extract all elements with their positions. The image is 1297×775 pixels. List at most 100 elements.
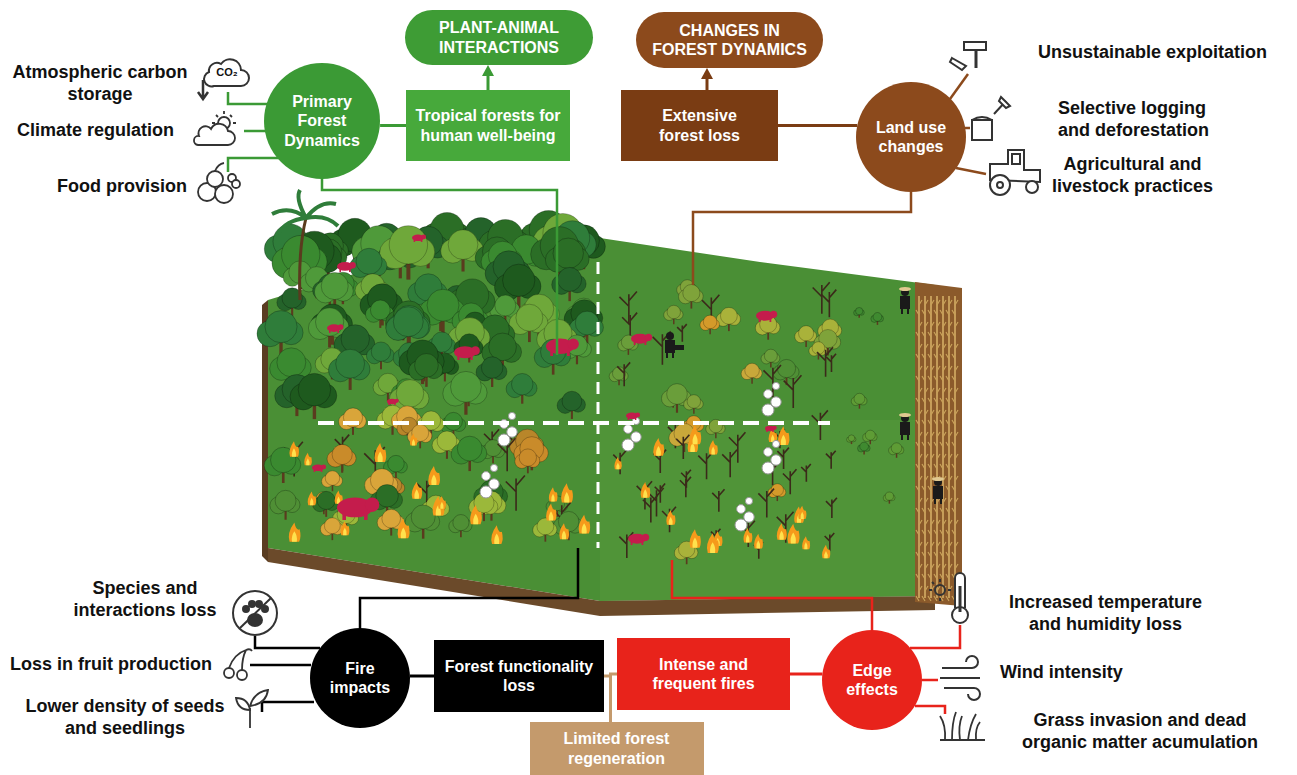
person	[899, 287, 911, 291]
crop-field	[934, 520, 940, 535]
tree-crown	[481, 357, 502, 378]
tractor-icon	[990, 150, 1040, 195]
animal	[568, 339, 579, 350]
fire	[438, 496, 446, 509]
dead-tree	[812, 410, 828, 440]
fire	[412, 439, 415, 446]
node-text: Forest functionality loss	[441, 657, 597, 695]
crop-field	[916, 454, 922, 469]
grass-icon	[940, 712, 985, 740]
crop-field	[952, 498, 958, 513]
dashed-divider	[318, 262, 830, 548]
thermometer-icon	[935, 585, 945, 595]
tree-crown	[453, 515, 469, 531]
node-text: Edge effects	[832, 661, 912, 699]
tree-crown	[371, 342, 390, 361]
hammer-icon	[950, 42, 986, 70]
tree-crown	[667, 384, 688, 405]
tree-crown	[537, 518, 554, 535]
node-text: Fire impacts	[320, 659, 400, 697]
crop-field	[916, 476, 922, 491]
tree-crown	[562, 391, 582, 411]
tree-crown	[336, 349, 365, 378]
tractor-icon	[990, 175, 1010, 195]
crop-field	[922, 586, 928, 601]
tree-crown	[891, 443, 902, 454]
tree-crown	[854, 393, 865, 404]
crop-field	[916, 388, 922, 403]
annotation-label: Species and interactions loss	[55, 578, 235, 621]
fire	[614, 457, 621, 469]
crop-field	[934, 564, 940, 579]
grass-icon	[940, 712, 980, 740]
crop-field	[928, 344, 934, 359]
fire	[289, 523, 301, 542]
crop-field	[946, 344, 952, 359]
fire	[710, 542, 715, 553]
crop-field	[922, 498, 928, 513]
forest-trees	[257, 190, 904, 564]
animal	[338, 324, 344, 330]
tree-crown	[558, 267, 582, 291]
crop-field	[940, 366, 946, 381]
brown-leader	[950, 74, 968, 99]
fire	[822, 545, 830, 558]
dead-tree	[758, 489, 774, 518]
tree-crown	[860, 442, 869, 451]
tractor-icon	[997, 182, 1003, 188]
cherry-icon	[224, 649, 252, 680]
tree-crown	[396, 380, 424, 408]
animal	[642, 534, 649, 541]
annotation-label: Grass invasion and dead organic matter a…	[1015, 710, 1265, 753]
dead-tree	[677, 324, 687, 342]
crop-field	[928, 542, 934, 557]
crop-field	[928, 322, 934, 337]
tree-crown	[575, 311, 599, 335]
tree-crown	[376, 485, 398, 507]
cherry-icon	[224, 668, 234, 678]
fruit-icon	[198, 163, 240, 203]
fire	[491, 525, 502, 544]
forest-ground	[600, 420, 935, 601]
crop-field	[928, 410, 934, 425]
tree-crown	[511, 373, 532, 394]
fire	[616, 463, 619, 470]
crop-field	[928, 300, 934, 315]
dead-tree	[784, 375, 802, 408]
stump-axe-icon	[999, 97, 1010, 108]
crop-field	[934, 388, 940, 403]
heading-pill: CHANGES IN FOREST DYNAMICS	[636, 12, 823, 68]
seedling-icon	[249, 708, 251, 728]
crop-field	[916, 300, 922, 315]
fire	[692, 434, 697, 445]
tree-crown	[332, 444, 352, 464]
connector-line	[410, 675, 434, 678]
fire	[579, 515, 590, 534]
green-leader	[228, 92, 270, 104]
node-text: Limited forest regeneration	[537, 729, 697, 767]
seedling-icon	[250, 690, 268, 706]
tree-crown	[720, 307, 737, 324]
tree-crown	[411, 505, 435, 529]
crop-field	[940, 388, 946, 403]
crop-field	[934, 410, 940, 425]
smoke	[772, 382, 779, 389]
smoke	[489, 479, 499, 489]
smoke	[482, 472, 491, 481]
crop-field	[952, 300, 958, 315]
fire	[711, 447, 715, 455]
crop-field	[916, 520, 922, 535]
fire	[473, 514, 478, 525]
connector	[790, 674, 822, 675]
crop-field	[915, 282, 962, 606]
tree-crown	[799, 326, 814, 341]
paw-no-icon	[249, 601, 255, 607]
crop-field	[952, 322, 958, 337]
concept-box: Forest functionality loss	[434, 640, 604, 712]
crop-field	[952, 542, 958, 557]
fire	[304, 453, 312, 466]
tree-crown	[703, 315, 717, 329]
crop-field	[934, 322, 940, 337]
tree-crown	[356, 248, 382, 274]
dead-tree	[722, 450, 737, 477]
